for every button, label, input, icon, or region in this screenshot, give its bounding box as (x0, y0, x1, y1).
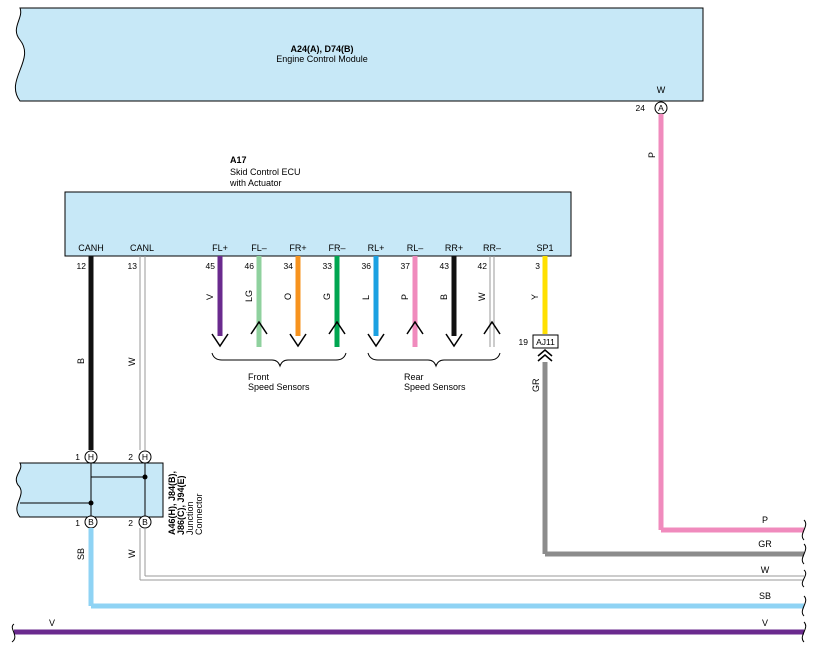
junction-bottom-pin2-conn: B (142, 517, 148, 527)
rl-minus-arrow (406, 320, 424, 335)
pin-num-sp1: 3 (535, 261, 540, 271)
skid-ecu-name-line2: with Actuator (229, 178, 282, 188)
pin-num-rr-plus: 43 (440, 261, 450, 271)
junction-splice-right (142, 474, 148, 480)
rr-minus-wire-label: W (477, 292, 487, 301)
junction-top-pin1-conn: H (88, 452, 94, 462)
pin-num-fr-plus: 34 (284, 261, 294, 271)
right-label-w: W (761, 565, 770, 575)
rear-sensors-label-line2: Speed Sensors (404, 382, 466, 392)
rear-sensors-label-line1: Rear (404, 372, 424, 382)
pin-label-canl: CANL (130, 243, 154, 253)
right-label-gr: GR (758, 539, 772, 549)
right-label-v: V (762, 618, 768, 628)
pin-num-fr-minus: 33 (323, 261, 333, 271)
right-break-2 (801, 543, 807, 565)
rear-sensors-bracket (367, 352, 501, 368)
fr-plus-arrow (289, 333, 307, 348)
skid-ecu-name-line1: Skid Control ECU (230, 167, 301, 177)
aj11-chevron-upper (537, 349, 553, 357)
sb-wire-label: SB (76, 548, 86, 560)
pink-wire-label: P (647, 152, 657, 158)
rr-plus-wire-label: B (439, 294, 449, 300)
pin-label-fl-plus: FL+ (212, 243, 228, 253)
junction-bottom-pin2-num: 2 (128, 518, 133, 528)
fr-plus-wire-label: O (283, 293, 293, 300)
w-wire-label: W (127, 549, 137, 558)
pin-label-rr-minus: RR– (483, 243, 501, 253)
aj11-chevron-lower (537, 354, 553, 362)
v-wire-left-label: V (49, 618, 55, 628)
right-label-p: P (762, 515, 768, 525)
junction-splice-left (88, 500, 94, 506)
ecm-name: Engine Control Module (276, 54, 368, 64)
front-sensors-bracket (211, 352, 347, 368)
aj11-label: AJ11 (536, 337, 555, 347)
rl-plus-arrow (367, 333, 385, 348)
ecm-pin-conn-letter: A (658, 103, 664, 113)
skid-ecu-box (64, 191, 572, 257)
junction-top-pin2-num: 2 (128, 452, 133, 462)
ecm-box (14, 7, 704, 102)
pin-num-fl-plus: 45 (206, 261, 216, 271)
ecm-code: A24(A), D74(B) (290, 44, 353, 54)
junction-label-line3: Junction (185, 501, 195, 535)
aj11-box (532, 334, 559, 349)
fr-minus-wire-label: G (322, 293, 332, 300)
canl-wire-label: W (127, 357, 137, 366)
v-wire-left-break (11, 623, 16, 643)
junction-top-pin2-conn: H (142, 452, 148, 462)
junction-top-pin1-num: 1 (75, 452, 80, 462)
pin-num-fl-minus: 46 (245, 261, 255, 271)
pin-label-canh: CANH (78, 243, 104, 253)
pin-label-fl-minus: FL– (251, 243, 267, 253)
junction-label-line1: A46(H), J84(B), (167, 471, 177, 535)
fl-plus-arrow (211, 333, 229, 348)
rl-plus-wire-label: L (361, 295, 371, 300)
junction-connector-box (15, 462, 164, 518)
junction-top-pin1 (84, 450, 98, 464)
aj11-pin-number: 19 (519, 337, 529, 347)
pin-num-canl: 13 (128, 261, 138, 271)
ecm-pin-number: 24 (636, 103, 646, 113)
pin-label-rr-plus: RR+ (445, 243, 463, 253)
pin-label-fr-minus: FR– (328, 243, 345, 253)
gr-wire-label: GR (531, 378, 541, 392)
front-sensors-label-line2: Speed Sensors (248, 382, 310, 392)
fl-plus-wire-label: V (205, 294, 215, 300)
canh-wire-label: B (76, 358, 86, 364)
fr-minus-arrow (328, 320, 346, 335)
junction-top-pin2 (138, 450, 152, 464)
pin-num-rl-plus: 36 (362, 261, 372, 271)
pin-label-rl-plus: RL+ (368, 243, 385, 253)
pin-label-fr-plus: FR+ (289, 243, 306, 253)
sp1-wire-label: Y (530, 294, 540, 300)
junction-label-line4: Connector (194, 493, 204, 535)
front-sensors-label-line1: Front (248, 372, 270, 382)
rl-minus-wire-label: P (400, 294, 410, 300)
right-break-4 (801, 595, 807, 617)
pin-label-rl-minus: RL– (407, 243, 424, 253)
pin-num-rr-minus: 42 (478, 261, 488, 271)
fl-minus-wire-label: LG (244, 290, 254, 302)
right-break-5 (801, 621, 807, 643)
pin-num-canh: 12 (77, 261, 87, 271)
junction-label-line2: J86(C), J94(E) (176, 475, 186, 535)
rr-plus-arrow (445, 333, 463, 348)
fl-minus-arrow (250, 320, 268, 335)
right-break-3 (801, 569, 807, 588)
junction-bottom-pin1-conn: B (88, 517, 94, 527)
right-label-sb: SB (759, 591, 771, 601)
ecm-pin-color: W (657, 85, 666, 95)
rr-minus-arrow (483, 320, 501, 335)
right-break-1 (801, 519, 807, 541)
pin-num-rl-minus: 37 (401, 261, 411, 271)
pin-label-sp1: SP1 (536, 243, 553, 253)
junction-bottom-pin1-num: 1 (75, 518, 80, 528)
skid-ecu-code: A17 (230, 155, 247, 165)
